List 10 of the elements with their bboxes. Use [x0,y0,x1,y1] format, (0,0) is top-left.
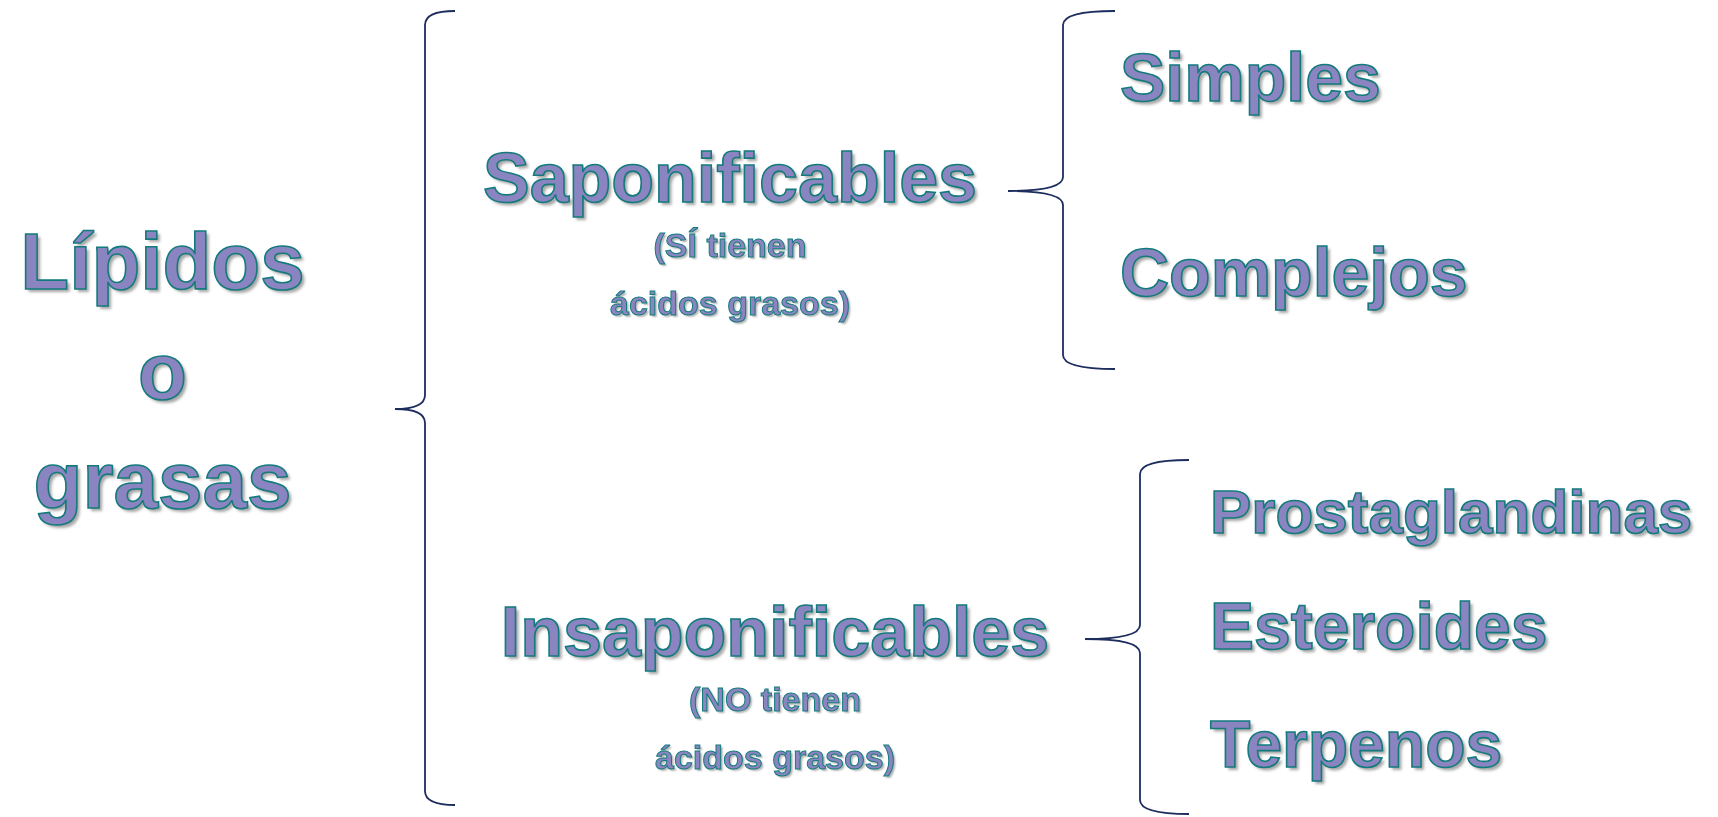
subcategory-label: Complejos [1120,235,1468,310]
category-heading: Insaponificables [500,594,1050,671]
category-heading: Saponificables [482,140,977,217]
subcategory-label: Esteroides [1210,590,1548,663]
category-title: Lípidos o grasas [19,216,306,528]
category-note: (SÍ tienen ácidos grasos) [609,225,851,324]
category-note: (NO tienen ácidos grasos) [654,679,896,778]
subcategory-label: Terpenos [1210,708,1503,781]
subcategory-label: Prostaglandinas [1210,478,1693,547]
subcategory-label: Simples [1120,40,1381,115]
